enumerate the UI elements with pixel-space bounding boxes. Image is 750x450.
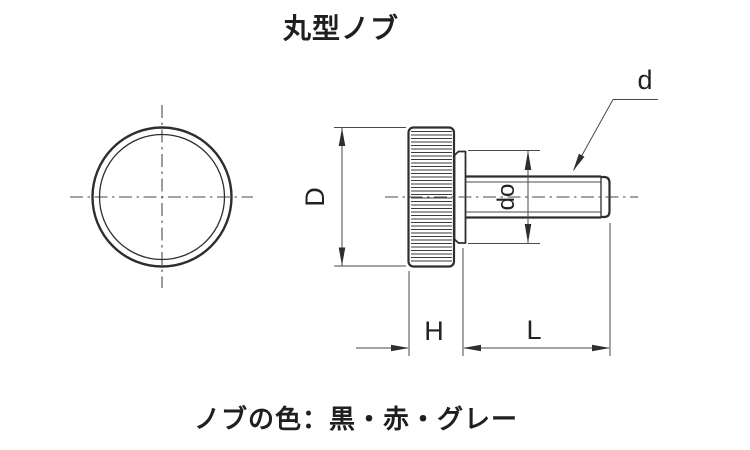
side-view xyxy=(385,126,638,268)
label-thread-length: L xyxy=(526,315,541,345)
knob-outer-circle xyxy=(91,126,233,268)
arrow-down-icon xyxy=(338,247,346,266)
label-knob-height: H xyxy=(424,316,444,346)
label-thread-diameter: d xyxy=(637,65,652,95)
dimension-thread-diameter: d xyxy=(573,65,658,171)
label-knob-diameter: D xyxy=(300,187,330,207)
color-note: ノブの色：黒・赤・グレー xyxy=(193,404,519,434)
dimension-knob-diameter: D xyxy=(300,127,406,267)
label-hub-diameter: do xyxy=(493,184,520,211)
leader-line xyxy=(573,99,658,171)
dimension-hub-diameter: do xyxy=(468,150,540,244)
arrow-leader-icon xyxy=(573,153,585,171)
page-title: 丸型ノブ xyxy=(282,13,400,44)
arrow-up-icon xyxy=(524,150,532,170)
arrow-right-icon xyxy=(391,344,409,352)
front-view xyxy=(70,105,253,288)
arrow-left-icon xyxy=(463,344,481,352)
arrow-down-icon xyxy=(524,224,532,244)
knob-inner-circle xyxy=(98,133,226,261)
hub xyxy=(453,150,467,244)
arrow-up-icon xyxy=(338,128,346,146)
dimension-knob-height-and-thread-length: H L xyxy=(356,223,611,356)
arrow-right-icon xyxy=(592,344,610,352)
